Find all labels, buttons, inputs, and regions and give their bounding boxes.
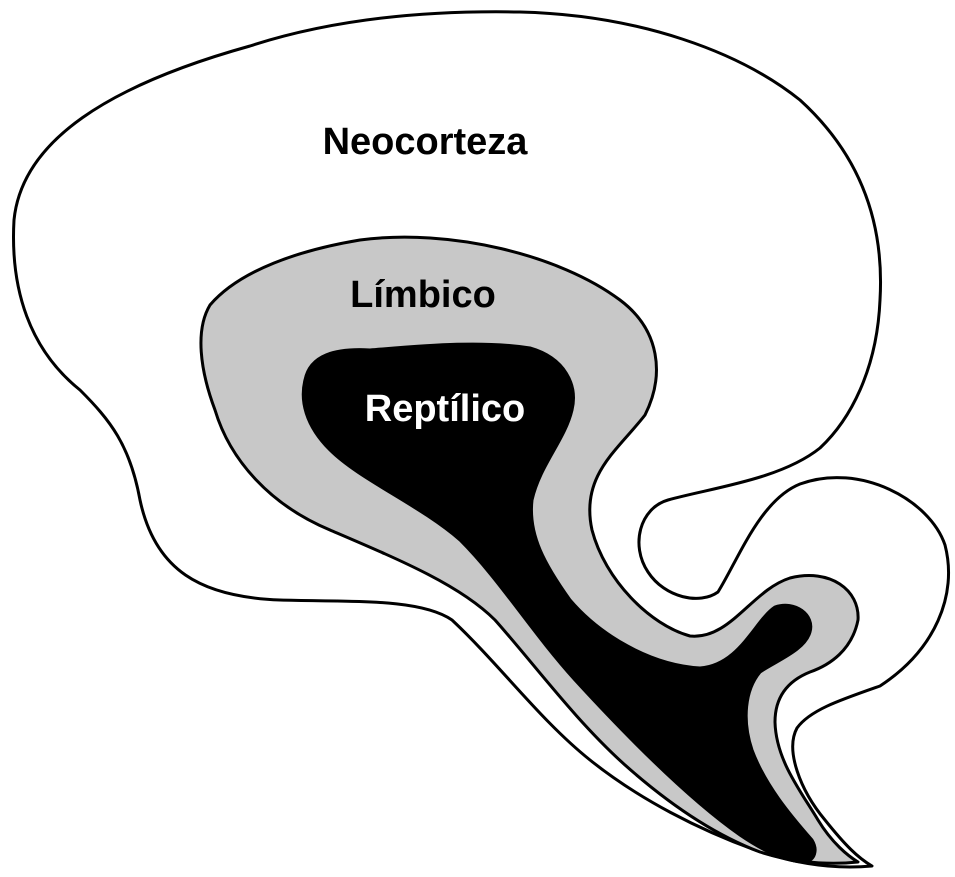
limbic-label: Límbico (350, 274, 496, 316)
neocortex-label: Neocorteza (323, 121, 529, 163)
reptilian-label: Reptílico (365, 388, 525, 430)
